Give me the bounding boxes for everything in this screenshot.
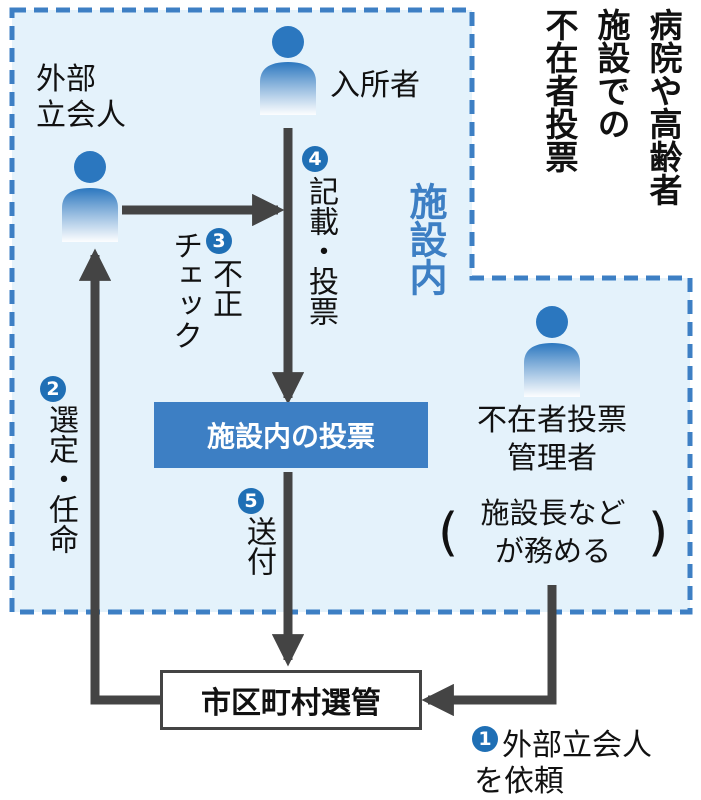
person-icon <box>260 26 316 115</box>
person-icon <box>62 151 118 242</box>
step-2-label: 選定・任命 <box>43 404 78 554</box>
step-1-badge: 1 <box>472 726 498 752</box>
observer-label-line-2: 立会人 <box>36 98 126 133</box>
step-1-label-line-2: を依頼 <box>474 764 564 799</box>
step-5-label: 送付 <box>241 516 276 576</box>
title-col-1: 病院や高齢者 <box>644 8 683 206</box>
manager-note-line-2: が務める <box>494 534 611 568</box>
resident-label: 入所者 <box>330 68 420 103</box>
manager-note-bracket-left: ( <box>438 503 459 563</box>
manager-label-line-2: 管理者 <box>507 441 597 476</box>
step-2-badge: 2 <box>40 376 66 402</box>
step-1-label-line-1: 外部立会人 <box>502 728 652 763</box>
step-4-badge: 4 <box>302 146 328 172</box>
person-icon <box>524 306 580 397</box>
facility-label: 施設内 <box>403 182 447 296</box>
arrow-commission-observer <box>78 248 165 705</box>
election-commission-box: 市区町村選管 <box>160 670 422 730</box>
manager-note: 施設長など が務める <box>460 494 646 570</box>
step-3-label-col1: 不正 <box>207 258 242 318</box>
facility-vote-box: 施設内の投票 <box>154 402 428 468</box>
step-3-label-col2: チェック <box>167 230 202 350</box>
observer-label: 外部 立会人 <box>36 62 126 134</box>
manager-label: 不在者投票 管理者 <box>452 402 652 478</box>
manager-note-line-1: 施設長など <box>480 496 626 530</box>
step-4-label: 記載・投票 <box>303 176 338 326</box>
title-col-3: 不在者投票 <box>540 8 579 173</box>
manager-note-bracket-right: ) <box>648 503 669 563</box>
observer-label-line-1: 外部 <box>36 62 96 97</box>
arrow-manager-commission <box>421 585 557 717</box>
step-3-badge: 3 <box>206 228 232 254</box>
step-5-badge: 5 <box>238 488 264 514</box>
title-col-2: 施設での <box>592 8 631 140</box>
manager-label-line-1: 不在者投票 <box>477 403 627 438</box>
